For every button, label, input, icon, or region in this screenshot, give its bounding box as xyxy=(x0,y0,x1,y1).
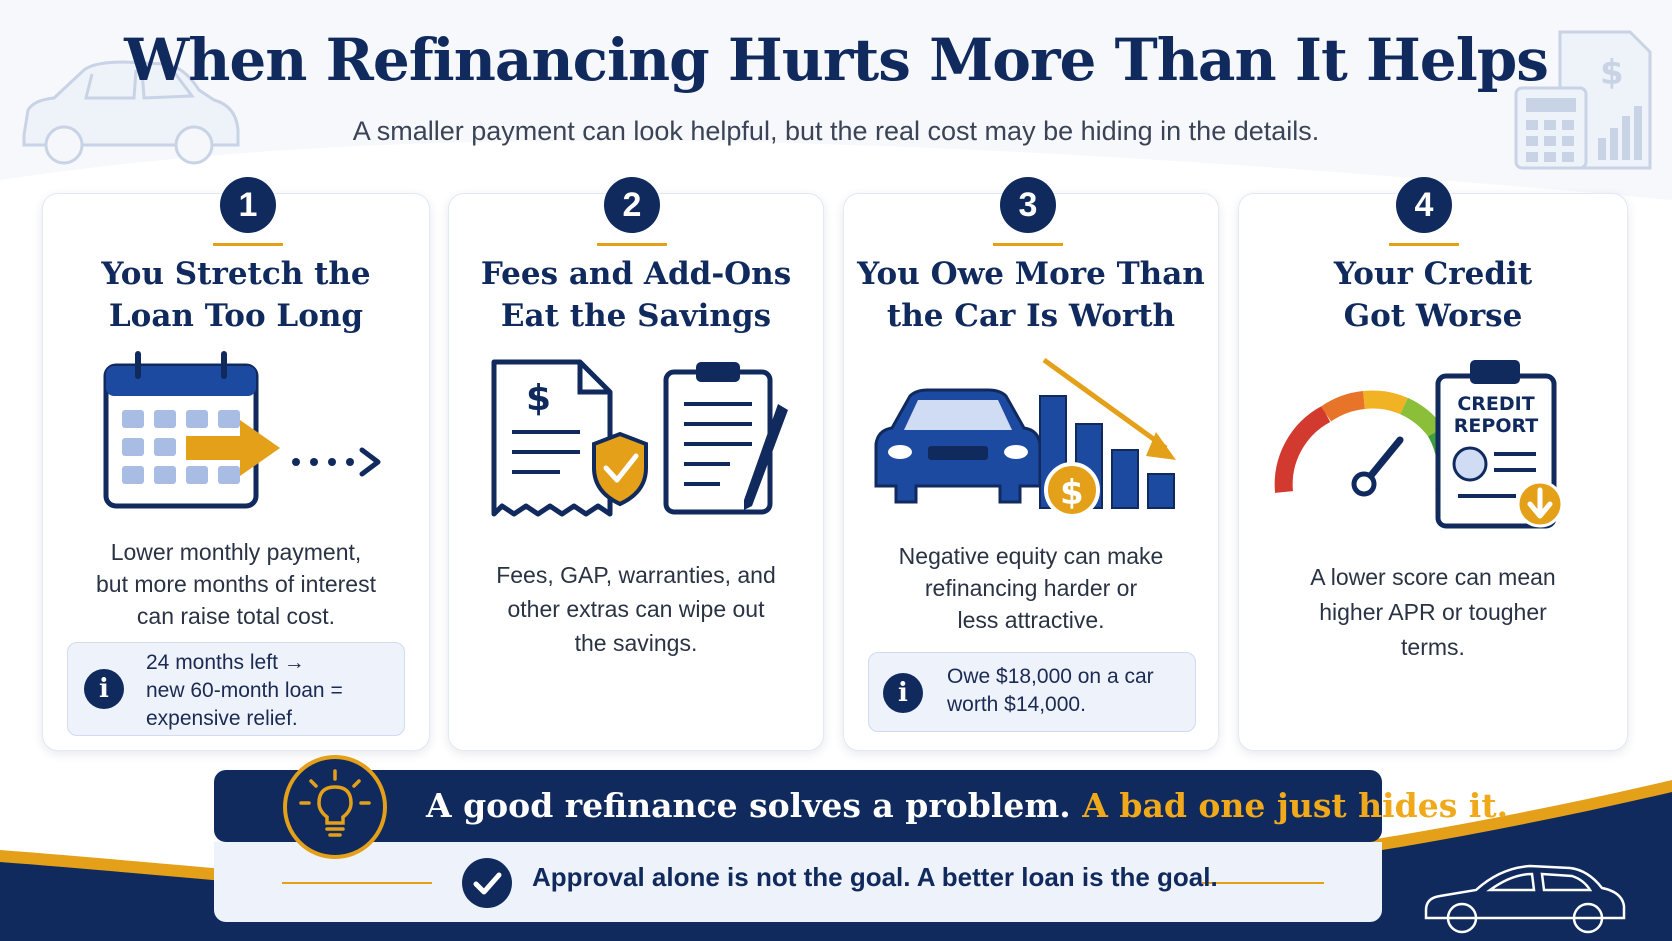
card-credit-worse xyxy=(1238,193,1628,751)
checkmark-icon xyxy=(462,858,512,908)
card-number-badge: 3 xyxy=(1000,177,1056,233)
card-title: You Stretch the Loan Too Long xyxy=(101,256,371,334)
card-number-underline xyxy=(1389,243,1459,246)
card-body: Fees, GAP, warranties, and other extras … xyxy=(496,562,776,656)
calendar-arrow-icon xyxy=(103,351,381,509)
car-declining-chart-icon: $ xyxy=(874,357,1176,518)
card-number-badge: 4 xyxy=(1396,177,1452,233)
note-text: Owe $18,000 on a car worth $14,000. xyxy=(947,665,1154,716)
approval-divider-right xyxy=(1202,882,1324,884)
card-number-underline xyxy=(597,243,667,246)
receipt-clipboard-icon: $ xyxy=(491,359,788,517)
info-icon: i xyxy=(84,669,124,709)
key-message-banner: A good refinance solves a problem. A bad… xyxy=(214,770,1508,842)
lightbulb-icon xyxy=(283,755,387,859)
card-body: A lower score can mean higher APR or tou… xyxy=(1310,564,1556,660)
page-subtitle: A smaller payment can look helpful, but … xyxy=(352,116,1320,146)
card-title: Fees and Add-Ons Eat the Savings xyxy=(480,256,792,334)
note-text: 24 months left → new 60-month loan = exp… xyxy=(146,651,343,730)
card-number-badge: 2 xyxy=(604,177,660,233)
card-number-underline xyxy=(993,243,1063,246)
page-title: When Refinancing Hurts More Than It Help… xyxy=(124,26,1549,94)
approval-statement: Approval alone is not the goal. A better… xyxy=(532,862,1218,892)
banner-text-main: A good refinance solves a problem. xyxy=(426,786,1083,825)
card-body: Lower monthly payment, but more months o… xyxy=(96,539,376,629)
card-note: i Owe $18,000 on a car worth $14,000. xyxy=(868,652,1196,732)
credit-gauge-icon: CREDIT REPORT xyxy=(1274,360,1564,529)
card-title: You Owe More Than the Car Is Worth xyxy=(857,256,1205,334)
car-outline-illustration xyxy=(1424,864,1626,934)
card-number-underline xyxy=(213,243,283,246)
faded-car-illustration xyxy=(22,60,240,165)
lightbulb-glyph xyxy=(299,769,371,837)
dollar-glyph: $ xyxy=(1060,473,1084,513)
card-body: Negative equity can make refinancing har… xyxy=(898,543,1164,633)
card-title: Your Credit Got Worse xyxy=(1333,256,1533,334)
approval-divider-left xyxy=(282,882,432,884)
card-number-badge: 1 xyxy=(220,177,276,233)
credit-report-label: REPORT xyxy=(1454,415,1538,437)
dollar-glyph: $ xyxy=(526,378,551,419)
banner-text: A good refinance solves a problem. A bad… xyxy=(426,770,1508,842)
info-icon: i xyxy=(883,673,923,713)
banner-text-accent: A bad one just hides it. xyxy=(1082,786,1509,825)
checkmark-glyph xyxy=(473,872,502,895)
faded-calculator-receipt-illustration: $ xyxy=(1514,30,1652,170)
credit-report-label: CREDIT xyxy=(1457,393,1534,415)
faded-dollar-glyph: $ xyxy=(1600,53,1624,93)
card-note: i 24 months left → new 60-month loan = e… xyxy=(67,642,405,736)
